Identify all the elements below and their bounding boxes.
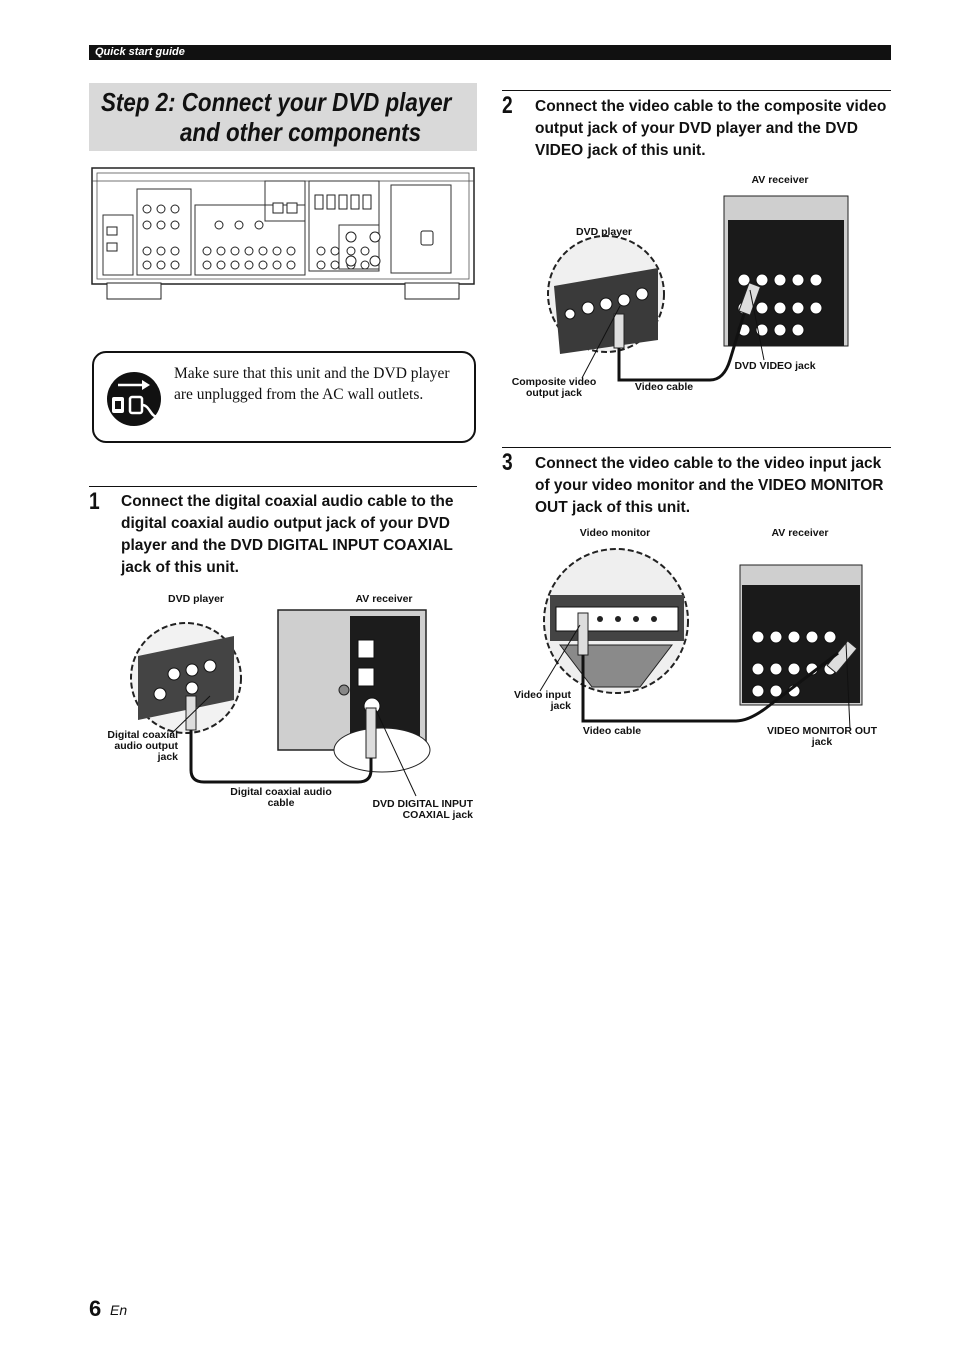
step-3-video-input-label-2: jack — [550, 700, 571, 712]
step-2-dvd-video-jack-label: DVD VIDEO jack — [734, 360, 816, 372]
step-3-rule — [502, 447, 891, 448]
page-language: En — [110, 1302, 128, 1318]
title-line-1: Step 2: Connect your DVD player — [101, 87, 452, 117]
step-1-input-jack-label-1: DVD DIGITAL INPUT — [372, 798, 473, 810]
step-3-cable-label: Video cable — [582, 725, 642, 737]
step-3-monitor-out-label-2: jack — [811, 736, 833, 748]
header-bar: Quick start guide — [89, 45, 891, 60]
step-3-monitor-out-label-1: VIDEO MONITOR OUT — [766, 725, 878, 737]
step-1-output-jack-label-3: jack — [157, 751, 178, 763]
section-label: Quick start guide — [95, 46, 185, 58]
step-1-cable-label-2: cable — [267, 797, 295, 809]
step-3-text: Connect the video cable to the video inp… — [535, 455, 884, 516]
step-3-video-input-label-1: Video input — [514, 689, 571, 701]
step-2-dvd-player-label: DVD player — [575, 226, 633, 238]
step-2-av-receiver-label: AV receiver — [751, 174, 809, 186]
receiver-rear-panel-illustration — [91, 167, 475, 300]
step-3-number: 3 — [502, 449, 513, 476]
page-number: 6 — [89, 1296, 102, 1321]
warning-text: Make sure that this unit and the DVD pla… — [174, 365, 450, 403]
step-1-dvd-player-label: DVD player — [167, 593, 225, 605]
title-line-2: and other components — [180, 117, 422, 147]
step-3-video-monitor-label: Video monitor — [579, 527, 651, 539]
page-title: Step 2: Connect your DVD player and othe… — [89, 83, 477, 151]
step-3-av-receiver-label: AV receiver — [771, 527, 829, 539]
step-1-output-jack-label-2: audio output — [114, 740, 178, 752]
unplug-icon — [107, 372, 161, 426]
step-2-text: Connect the video cable to the composite… — [535, 98, 887, 159]
step-1-rule — [89, 486, 477, 487]
step-2-composite-label-2: output jack — [525, 387, 582, 399]
step-1-text: Connect the digital coaxial audio cable … — [121, 493, 454, 576]
step-1-cable-label-1: Digital coaxial audio — [230, 786, 332, 798]
step-1-output-jack-label-1: Digital coaxial — [107, 729, 178, 741]
step-3-diagram — [539, 548, 863, 730]
step-1-number: 1 — [89, 488, 100, 515]
unplug-warning: Make sure that this unit and the DVD pla… — [92, 351, 476, 443]
step-2-composite-label-1: Composite video — [511, 376, 597, 388]
step-2-cable-label: Video cable — [634, 381, 694, 393]
step-2-diagram — [547, 195, 849, 382]
step-2-number: 2 — [502, 92, 513, 119]
step-1-diagram — [130, 609, 431, 797]
step-1-av-receiver-label: AV receiver — [355, 593, 413, 605]
step-1-input-jack-label-2: COAXIAL jack — [402, 809, 473, 821]
step-2-rule — [502, 90, 891, 91]
